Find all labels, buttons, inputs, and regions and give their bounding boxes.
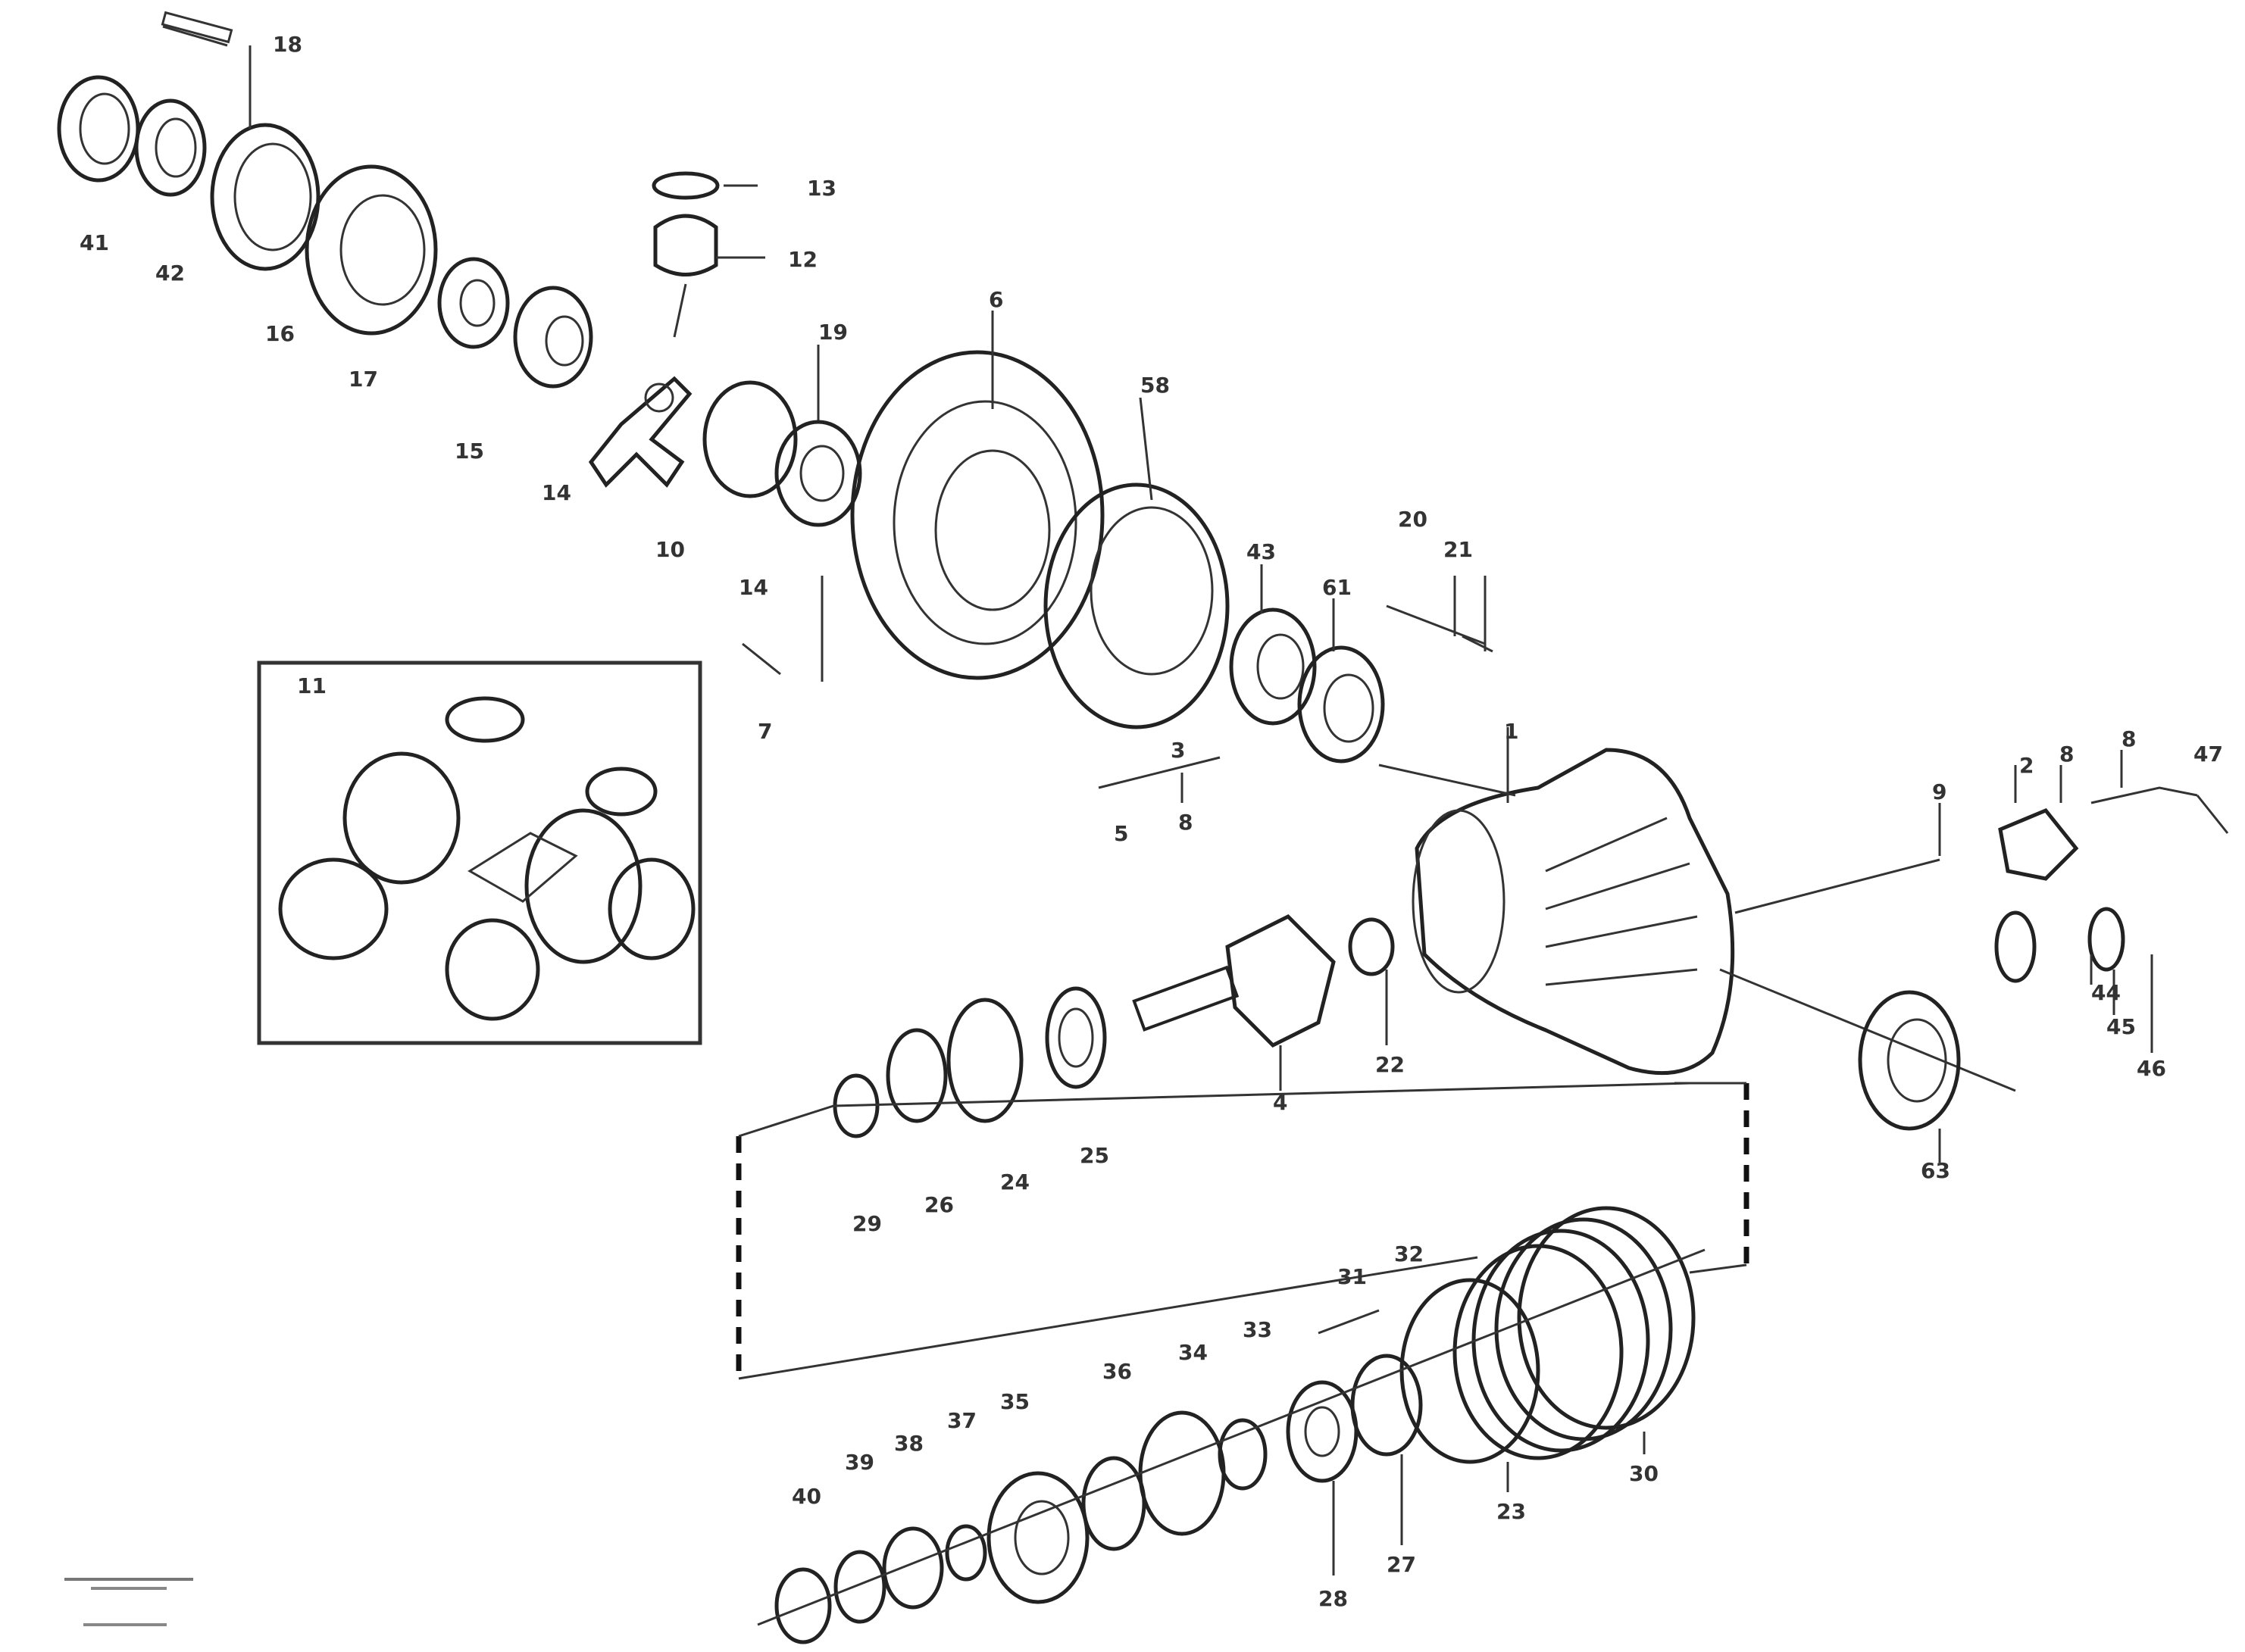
callout-20: 20 (1398, 507, 1427, 532)
part-19-ring (774, 420, 862, 527)
part-23-piston (1399, 1278, 1540, 1464)
part-15-washer (437, 257, 510, 349)
callout-39: 39 (845, 1450, 874, 1475)
callout-36: 36 (1102, 1359, 1132, 1384)
callout-15: 15 (455, 439, 484, 464)
part-18-pin (161, 11, 233, 44)
part-36-washer (1081, 1456, 1146, 1551)
callout-47: 47 (2193, 742, 2223, 767)
part-14-washer (702, 380, 798, 498)
callout-2: 2 (2019, 753, 2034, 778)
callout-61: 61 (1322, 575, 1352, 600)
right-yoke-assembly (1938, 750, 2229, 983)
part-17-gear (305, 164, 438, 336)
callout-8: 8 (1178, 810, 1193, 835)
part-61-cup (1297, 645, 1385, 764)
top-pinion-12-13 (652, 171, 720, 338)
callout-14-mid: 14 (739, 575, 768, 600)
diff-case-58 (1043, 482, 1230, 729)
callout-32: 32 (1394, 1241, 1424, 1266)
callout-10: 10 (655, 537, 685, 562)
callout-30: 30 (1629, 1461, 1659, 1486)
spider-cross-10 (588, 376, 693, 488)
pinion-shaft-4 (1132, 913, 1336, 1048)
callout-13: 13 (807, 176, 836, 201)
callout-34: 34 (1178, 1340, 1208, 1365)
part-26-seal (886, 1028, 948, 1123)
callout-41: 41 (80, 230, 109, 255)
part-39-washer (833, 1550, 886, 1624)
callout-28: 28 (1318, 1586, 1348, 1611)
callout-40: 40 (792, 1484, 821, 1509)
part-27-ring (1350, 1354, 1423, 1457)
callout-24: 24 (1000, 1170, 1030, 1194)
callout-22: 22 (1375, 1052, 1405, 1077)
callout-8-right: 8 (2059, 742, 2074, 767)
callout-11: 11 (297, 673, 327, 698)
footer-reference (64, 1578, 193, 1626)
part-63-bearing (1858, 990, 1961, 1131)
part-25-bearing (1045, 986, 1107, 1089)
callout-19: 19 (818, 320, 848, 345)
callout-38: 38 (894, 1431, 924, 1456)
callout-33: 33 (1243, 1317, 1272, 1342)
part-30-disc-pack (1517, 1206, 1696, 1430)
callout-63: 63 (1921, 1158, 1950, 1183)
callout-18: 18 (273, 32, 302, 57)
callout-17: 17 (349, 367, 378, 392)
callout-44: 44 (2091, 980, 2121, 1005)
part-34-ring (1138, 1410, 1226, 1536)
callout-14-top: 14 (542, 480, 571, 505)
callout-1: 1 (1504, 719, 1518, 744)
bottom-clutch-stack (757, 1206, 1706, 1644)
part-43-bearing (1229, 607, 1317, 726)
callout-8-far: 8 (2121, 726, 2136, 751)
part-24-ring (946, 998, 1024, 1123)
part-40-nut (774, 1567, 832, 1644)
part-41-ring (57, 75, 140, 183)
callout-4: 4 (1273, 1090, 1287, 1115)
callout-43: 43 (1246, 539, 1276, 564)
callout-16: 16 (265, 321, 295, 346)
callout-29: 29 (852, 1211, 882, 1236)
callout-27: 27 (1387, 1552, 1416, 1577)
callout-31: 31 (1337, 1264, 1367, 1289)
callout-7: 7 (758, 719, 772, 744)
callout-labels: 18 13 12 41 42 16 17 15 14 10 14 19 6 58… (80, 32, 2223, 1611)
part-33-ring (1218, 1418, 1268, 1491)
part-38-bearing (882, 1526, 944, 1610)
callout-9: 9 (1932, 779, 1946, 804)
callout-26: 26 (924, 1192, 954, 1217)
ring-gear-6 (850, 350, 1105, 680)
callout-58: 58 (1140, 373, 1170, 398)
part-22-seal (1348, 917, 1395, 976)
part-14-bearing (513, 286, 593, 389)
callout-37: 37 (947, 1408, 977, 1433)
bolt-21 (1462, 635, 1493, 653)
inset-box-11 (257, 660, 702, 1045)
axle-housing-1 (1412, 748, 1735, 1076)
part-37-ring (945, 1524, 987, 1582)
callout-45: 45 (2106, 1014, 2136, 1039)
callout-6: 6 (989, 287, 1003, 312)
callout-12: 12 (788, 247, 818, 272)
callout-35: 35 (1000, 1389, 1030, 1414)
part-42-bearing (134, 98, 207, 197)
callout-21: 21 (1443, 537, 1473, 562)
callout-46: 46 (2137, 1056, 2166, 1081)
callout-5: 5 (1114, 821, 1128, 846)
callout-23: 23 (1496, 1499, 1526, 1524)
bolt-20 (1386, 604, 1486, 645)
callout-25: 25 (1080, 1143, 1109, 1168)
callout-3: 3 (1171, 738, 1185, 763)
callout-42: 42 (155, 261, 185, 286)
part-28-bearing (1286, 1380, 1359, 1483)
top-left-gear-stack (57, 11, 593, 389)
part-35-gear (986, 1471, 1090, 1604)
part-16-gear (210, 123, 320, 271)
